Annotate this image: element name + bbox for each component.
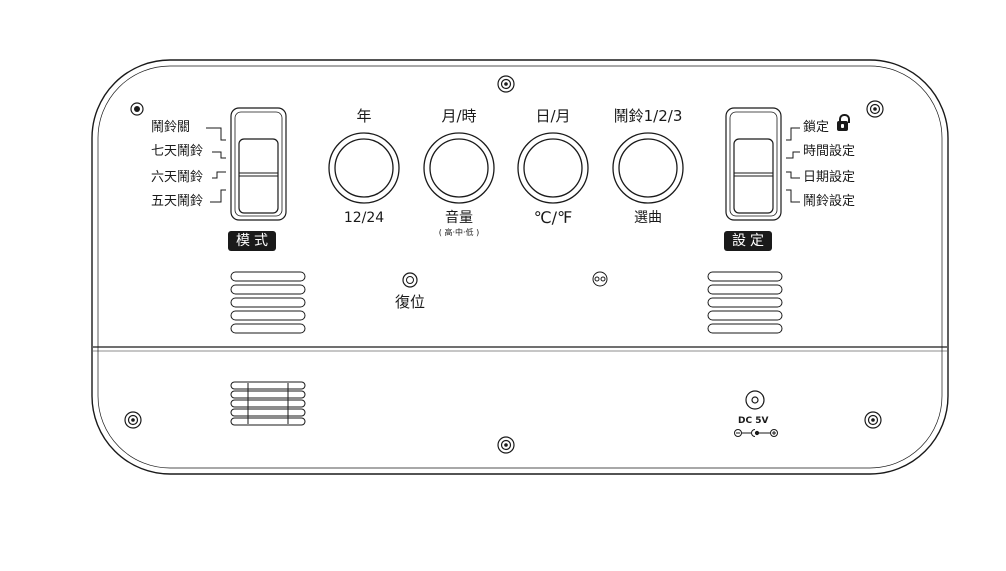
set-position-time: 時間設定: [803, 144, 856, 159]
dc-polarity-icon: [734, 429, 778, 437]
set-label: 設定: [724, 231, 772, 251]
mode-position-seven-day: 七天鬧鈴: [151, 144, 204, 159]
speaker-grille-right: [707, 271, 783, 334]
set-position-date: 日期設定: [803, 170, 856, 185]
button-4-top-label: 鬧鈴1/2/3: [613, 107, 683, 125]
round-button-3[interactable]: [517, 132, 589, 204]
button-3-bottom-label: ℃/℉: [533, 208, 573, 227]
button-4-bottom-label: 選曲: [634, 210, 662, 226]
mode-position-alarm-off: 鬧鈴關: [151, 120, 191, 135]
round-button-1[interactable]: [328, 132, 400, 204]
button-1-bottom-label: 12/24: [343, 210, 385, 226]
reset-label: 復位: [395, 293, 426, 311]
dc-jack[interactable]: [745, 390, 765, 410]
button-3-top-label: 日/月: [535, 107, 571, 125]
button-2-sub-label: ( 高‧中‧低 ): [438, 228, 480, 237]
round-button-4[interactable]: [612, 132, 684, 204]
mode-position-five-day: 五天鬧鈴: [151, 194, 204, 209]
screw-icon: [497, 75, 515, 93]
button-2-bottom-label: 音量: [445, 210, 473, 226]
speaker-grille-bottom: [230, 381, 306, 426]
round-button-2[interactable]: [423, 132, 495, 204]
reset-hole-icon[interactable]: [402, 272, 418, 288]
screw-icon: [866, 100, 884, 118]
screw-icon: [864, 411, 882, 429]
mode-label: 模式: [228, 231, 276, 251]
power-label: DC 5V: [738, 416, 769, 426]
screw-icon: [130, 102, 144, 116]
set-position-alarm: 鬧鈴設定: [803, 194, 856, 209]
button-1-top-label: 年: [356, 107, 372, 125]
mode-slide-switch[interactable]: [230, 107, 287, 221]
screw-icon: [124, 411, 142, 429]
button-2-top-label: 月/時: [441, 107, 477, 125]
set-slide-switch[interactable]: [725, 107, 782, 221]
set-position-lock: 鎖定: [803, 120, 830, 135]
sensor-holes: [592, 271, 608, 287]
screw-icon: [497, 436, 515, 454]
speaker-grille-left: [230, 271, 306, 334]
mode-position-six-day: 六天鬧鈴: [151, 170, 204, 185]
